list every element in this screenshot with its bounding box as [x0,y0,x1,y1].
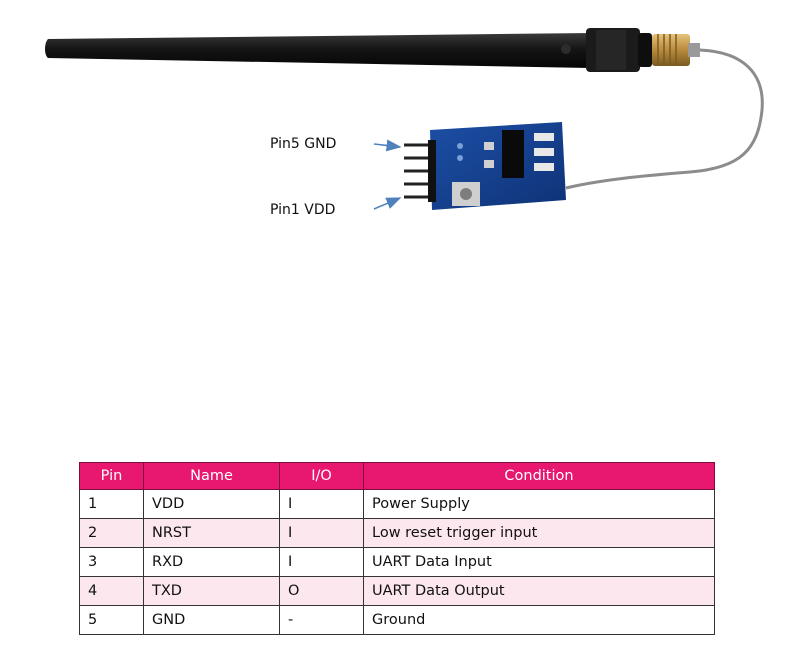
header-pin: Pin [79,462,144,490]
table-header-row: Pin Name I/O Condition [79,462,715,490]
cell-io: - [279,605,364,635]
cell-name: GND [143,605,280,635]
sma-connector [652,34,700,66]
module-photo-illustration [45,28,764,210]
pin5-label: Pin5 GND [270,136,337,152]
cell-pin: 4 [79,576,144,606]
antenna [45,28,652,72]
table-row: 4 TXD O UART Data Output [79,576,715,606]
cell-io: I [279,489,364,519]
header-name: Name [143,462,280,490]
cell-condition: Ground [363,605,715,635]
table-row: 3 RXD I UART Data Input [79,547,715,577]
cell-pin: 5 [79,605,144,635]
cell-name: TXD [143,576,280,606]
pin-definition-table: Pin Name I/O Condition 1 VDD I Power Sup… [79,462,715,635]
cell-name: NRST [143,518,280,548]
pin1-arrow [373,197,402,210]
table-row: 5 GND - Ground [79,605,715,635]
header-io: I/O [279,462,364,490]
cell-io: I [279,547,364,577]
table-row: 1 VDD I Power Supply [79,489,715,519]
cell-pin: 1 [79,489,144,519]
table-row: 2 NRST I Low reset trigger input [79,518,715,548]
header-condition: Condition [363,462,715,490]
pin1-label: Pin1 VDD [270,202,336,218]
cell-condition: Power Supply [363,489,715,519]
coax-cable [565,48,764,190]
cell-io: O [279,576,364,606]
rf-module-board [404,122,566,210]
cell-pin: 3 [79,547,144,577]
pin5-arrow [373,139,402,152]
cell-condition: Low reset trigger input [363,518,715,548]
cell-condition: UART Data Output [363,576,715,606]
cell-pin: 2 [79,518,144,548]
cell-io: I [279,518,364,548]
cell-name: RXD [143,547,280,577]
cell-condition: UART Data Input [363,547,715,577]
module-photo: Pin5 GND Pin1 VDD [0,0,798,270]
cell-name: VDD [143,489,280,519]
